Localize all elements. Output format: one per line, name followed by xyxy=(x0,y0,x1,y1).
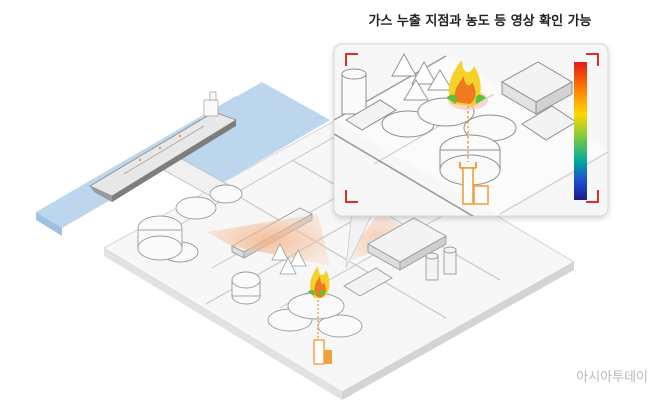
target-brackets xyxy=(345,53,599,203)
storage-tank-icon xyxy=(231,271,363,338)
gas-sensor-icon xyxy=(313,300,332,365)
storage-tank-icon xyxy=(137,184,243,263)
factory-buildings xyxy=(343,217,457,297)
flame-icon xyxy=(308,266,330,298)
headline: 가스 누출 지점과 농도 등 영상 확인 가능 xyxy=(368,14,592,29)
tree-icon xyxy=(271,243,307,275)
heat-scale-bar xyxy=(574,62,587,200)
watermark: 아시아투데이 xyxy=(576,370,648,385)
ship-icon xyxy=(89,91,238,202)
gas-sensor-icon xyxy=(459,106,489,205)
tree-icon xyxy=(391,53,453,101)
inset-scene xyxy=(334,53,608,216)
flame-icon xyxy=(446,60,488,110)
